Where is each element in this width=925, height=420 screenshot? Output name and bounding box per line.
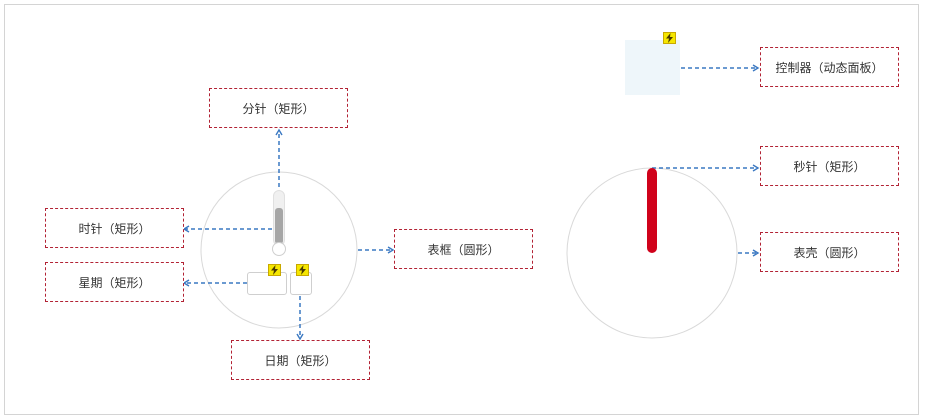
- label-bezel-text: 表框（圆形）: [427, 242, 500, 257]
- second-hand[interactable]: [647, 168, 657, 253]
- minute-hand[interactable]: [275, 208, 283, 244]
- label-case-text: 表壳（圆形）: [793, 245, 866, 260]
- label-case: 表壳（圆形）: [760, 232, 899, 272]
- controller-panel[interactable]: [625, 40, 680, 95]
- label-minute-hand-text: 分针（矩形）: [242, 101, 315, 116]
- label-hour-hand: 时针（矩形）: [45, 208, 184, 248]
- label-date: 日期（矩形）: [231, 340, 370, 380]
- label-weekday: 星期（矩形）: [45, 262, 184, 302]
- hand-pivot: [272, 242, 286, 256]
- lightning-icon: [663, 32, 676, 44]
- label-second-hand: 秒针（矩形）: [760, 146, 899, 186]
- label-weekday-text: 星期（矩形）: [78, 275, 151, 290]
- lightning-icon: [296, 264, 309, 276]
- label-bezel: 表框（圆形）: [394, 229, 533, 269]
- weekday-rect[interactable]: [247, 272, 287, 295]
- label-second-hand-text: 秒针（矩形）: [793, 159, 866, 174]
- label-minute-hand: 分针（矩形）: [209, 88, 348, 128]
- label-hour-hand-text: 时针（矩形）: [78, 221, 151, 236]
- label-controller: 控制器（动态面板）: [760, 47, 899, 87]
- lightning-icon: [268, 264, 281, 276]
- label-controller-text: 控制器（动态面板）: [775, 60, 884, 75]
- label-date-text: 日期（矩形）: [264, 353, 337, 368]
